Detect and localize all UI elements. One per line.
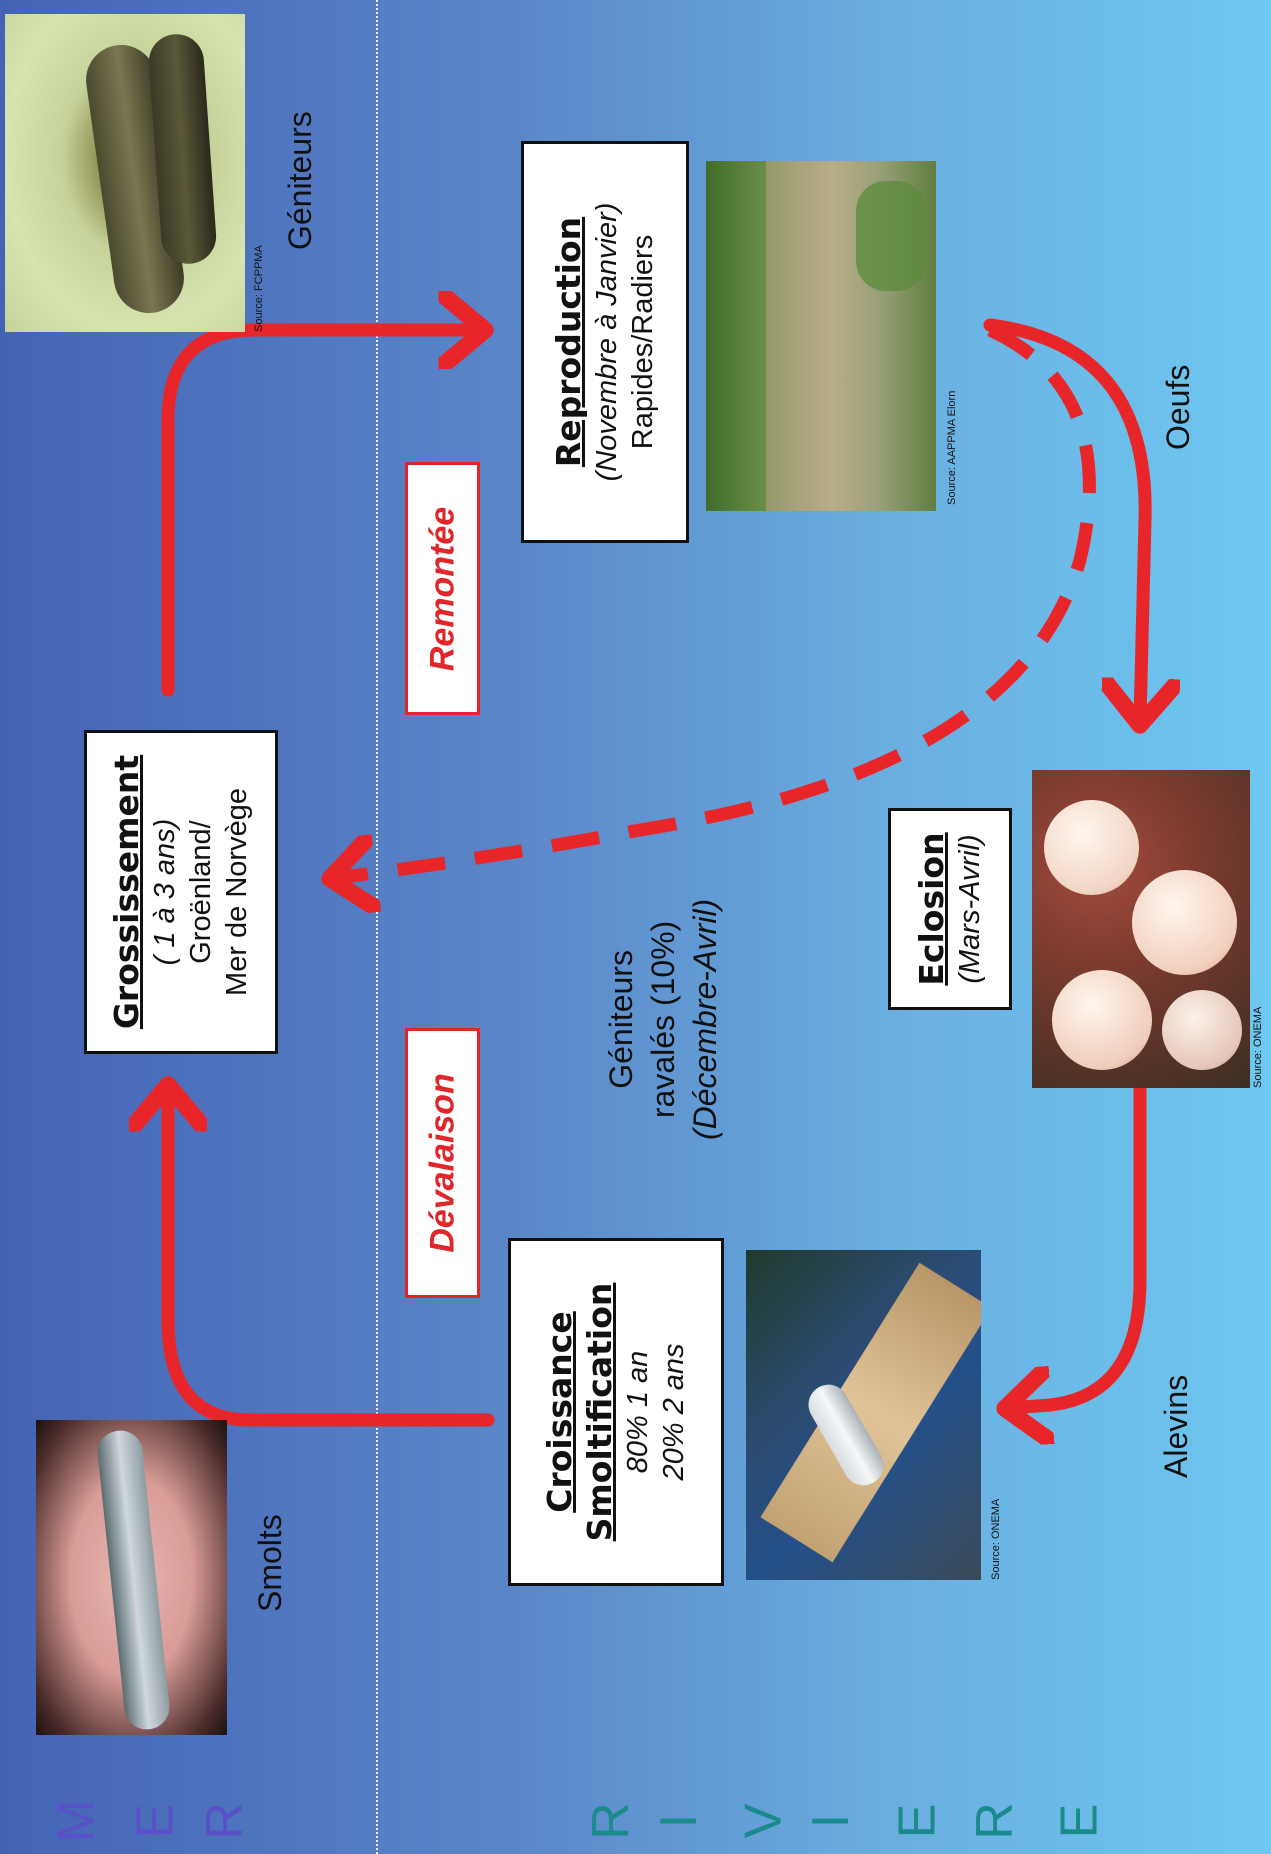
sea-letter: E <box>129 1804 181 1839</box>
croissance-title-2: Smoltification <box>580 1283 620 1542</box>
sea-letter: R <box>199 1802 251 1840</box>
geniteurs-photo-credit: Source: FCPPMA <box>253 245 265 332</box>
reproduction-box: Reproduction (Novembre à Janvier) Rapide… <box>521 141 689 543</box>
river-letter: E <box>1053 1804 1105 1839</box>
grossissement-box: Grossissement ( 1 à 3 ans) Groënland/ Me… <box>84 730 278 1054</box>
remontee-label: Remontée <box>405 462 480 715</box>
river-letter: I <box>653 1814 705 1828</box>
oeufs-arrow <box>990 325 1145 720</box>
ravales-line-3: (Décembre-Avril) <box>684 899 726 1140</box>
frayere-photo-credit: Source: AAPPMA Elorn <box>946 391 958 505</box>
devalaison-text: Dévalaison <box>423 1073 462 1253</box>
croissance-title-1: Croissance <box>540 1283 580 1542</box>
river-letter: I <box>805 1814 857 1828</box>
reproduction-title: Reproduction <box>549 203 589 482</box>
river-letter: E <box>891 1804 943 1839</box>
river-letter: R <box>585 1802 637 1840</box>
devalaison-label: Dévalaison <box>405 1028 480 1298</box>
smolts-photo <box>36 1420 227 1735</box>
eclosion-photo-credit: Source: ONEMA <box>1252 1007 1264 1088</box>
smolts-label: Smolts <box>252 1514 289 1612</box>
ravales-line-1: Géniteurs <box>600 899 642 1140</box>
remontee-text: Remontée <box>423 506 462 670</box>
reproduction-place: Rapides/Radiers <box>625 203 661 482</box>
alevin-photo-credit: Source: ONEMA <box>990 1499 1002 1580</box>
oeufs-label: Oeufs <box>1160 365 1197 450</box>
eclosion-photo <box>1032 770 1250 1088</box>
grossissement-place-2: Mer de Norvège <box>219 755 255 1029</box>
eclosion-box: Eclosion (Mars-Avril) <box>888 808 1012 1010</box>
croissance-line-1: 80% 1 an <box>620 1283 656 1542</box>
alevin-photo <box>746 1250 981 1580</box>
eclosion-title: Eclosion <box>912 832 952 985</box>
grossissement-place-1: Groënland/ <box>183 755 219 1029</box>
croissance-box: Croissance Smoltification 80% 1 an 20% 2… <box>508 1238 724 1586</box>
alevins-arrow <box>1010 1070 1140 1408</box>
grossissement-duration: ( 1 à 3 ans) <box>147 755 183 1029</box>
alevins-label: Alevins <box>1158 1375 1195 1478</box>
frayere-photo <box>706 161 936 511</box>
geniteurs-label: Géniteurs <box>282 111 319 250</box>
river-letter: R <box>969 1802 1021 1840</box>
river-letter: V <box>737 1804 789 1839</box>
eclosion-period: (Mars-Avril) <box>952 832 988 985</box>
geniteurs-photo <box>5 14 245 332</box>
croissance-line-2: 20% 2 ans <box>656 1283 692 1542</box>
sea-letter: M <box>51 1799 103 1842</box>
ravales-line-2: ravalés (10%) <box>642 899 684 1140</box>
grossissement-title: Grossissement <box>107 755 147 1029</box>
reproduction-period: (Novembre à Janvier) <box>589 203 625 482</box>
ravales-label: Géniteurs ravalés (10%) (Décembre-Avril) <box>600 899 726 1140</box>
